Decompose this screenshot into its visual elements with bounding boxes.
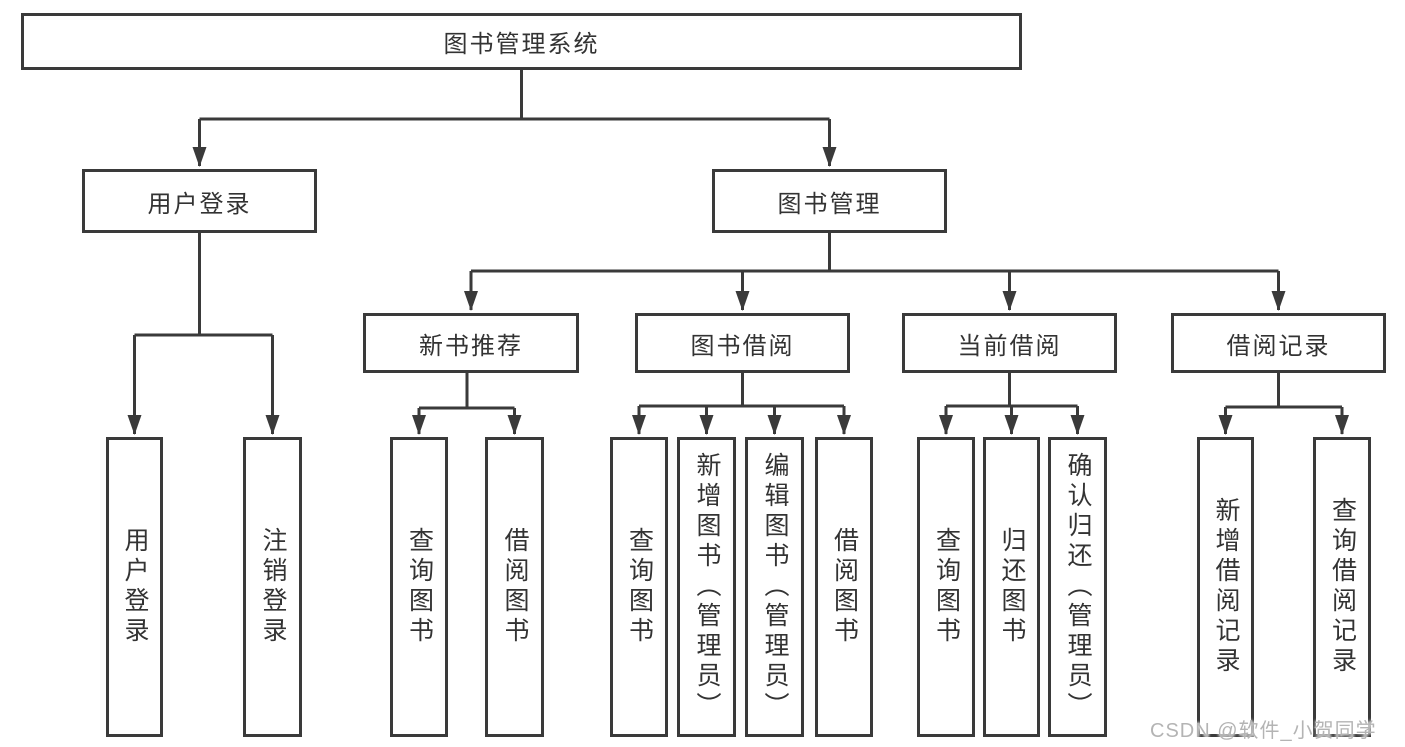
leaf-query-books-current: 查询图书 <box>917 437 975 737</box>
node-label: 图书管理系统 <box>443 31 600 58</box>
node-label: 新书推荐 <box>419 332 523 360</box>
node-new-book-recommend: 新书推荐 <box>363 313 579 373</box>
leaf-add-borrow-record: 新增借阅记录 <box>1197 437 1254 737</box>
node-label: 查询借阅记录 <box>1328 497 1357 677</box>
node-label: 新增借阅记录 <box>1212 497 1240 677</box>
node-user-login: 用户登录 <box>82 169 317 233</box>
leaf-query-books-borrow: 查询图书 <box>610 437 668 737</box>
node-label: 查询图书 <box>405 527 434 647</box>
leaf-add-book-admin: 新增图书（管理员） <box>677 437 736 737</box>
node-label: 注销登录 <box>259 527 287 647</box>
node-label: 确认归还（管理员） <box>1064 452 1092 722</box>
node-label: 查询图书 <box>625 527 654 647</box>
node-book-borrow: 图书借阅 <box>635 313 850 373</box>
leaf-logout-login: 注销登录 <box>243 437 302 737</box>
node-label: 新增图书（管理员） <box>693 452 721 722</box>
node-label: 用户登录 <box>147 190 252 218</box>
node-label: 查询图书 <box>932 527 961 647</box>
leaf-user-login: 用户登录 <box>106 437 163 737</box>
node-label: 图书借阅 <box>690 332 795 360</box>
node-label: 借阅图书 <box>830 527 859 647</box>
node-label: 图书管理 <box>777 190 882 218</box>
node-root-system: 图书管理系统 <box>21 13 1022 70</box>
node-borrow-records: 借阅记录 <box>1171 313 1386 373</box>
node-label: 当前借阅 <box>957 332 1062 360</box>
leaf-confirm-return-admin: 确认归还（管理员） <box>1048 437 1107 737</box>
node-book-management: 图书管理 <box>712 169 947 233</box>
leaf-query-books-recommend: 查询图书 <box>390 437 448 737</box>
node-current-borrow: 当前借阅 <box>902 313 1117 373</box>
node-label: 编辑图书（管理员） <box>761 452 789 722</box>
node-label: 用户登录 <box>121 527 149 647</box>
node-label: 借阅记录 <box>1226 332 1331 360</box>
leaf-borrow-books: 借阅图书 <box>815 437 873 737</box>
node-label: 归还图书 <box>998 527 1026 647</box>
node-label: 借阅图书 <box>501 527 529 647</box>
leaf-borrow-books-recommend: 借阅图书 <box>485 437 544 737</box>
leaf-query-borrow-record: 查询借阅记录 <box>1313 437 1371 737</box>
leaf-return-book: 归还图书 <box>983 437 1040 737</box>
leaf-edit-book-admin: 编辑图书（管理员） <box>745 437 804 737</box>
csdn-watermark: CSDN @软件_小贺同学 <box>1150 720 1377 742</box>
